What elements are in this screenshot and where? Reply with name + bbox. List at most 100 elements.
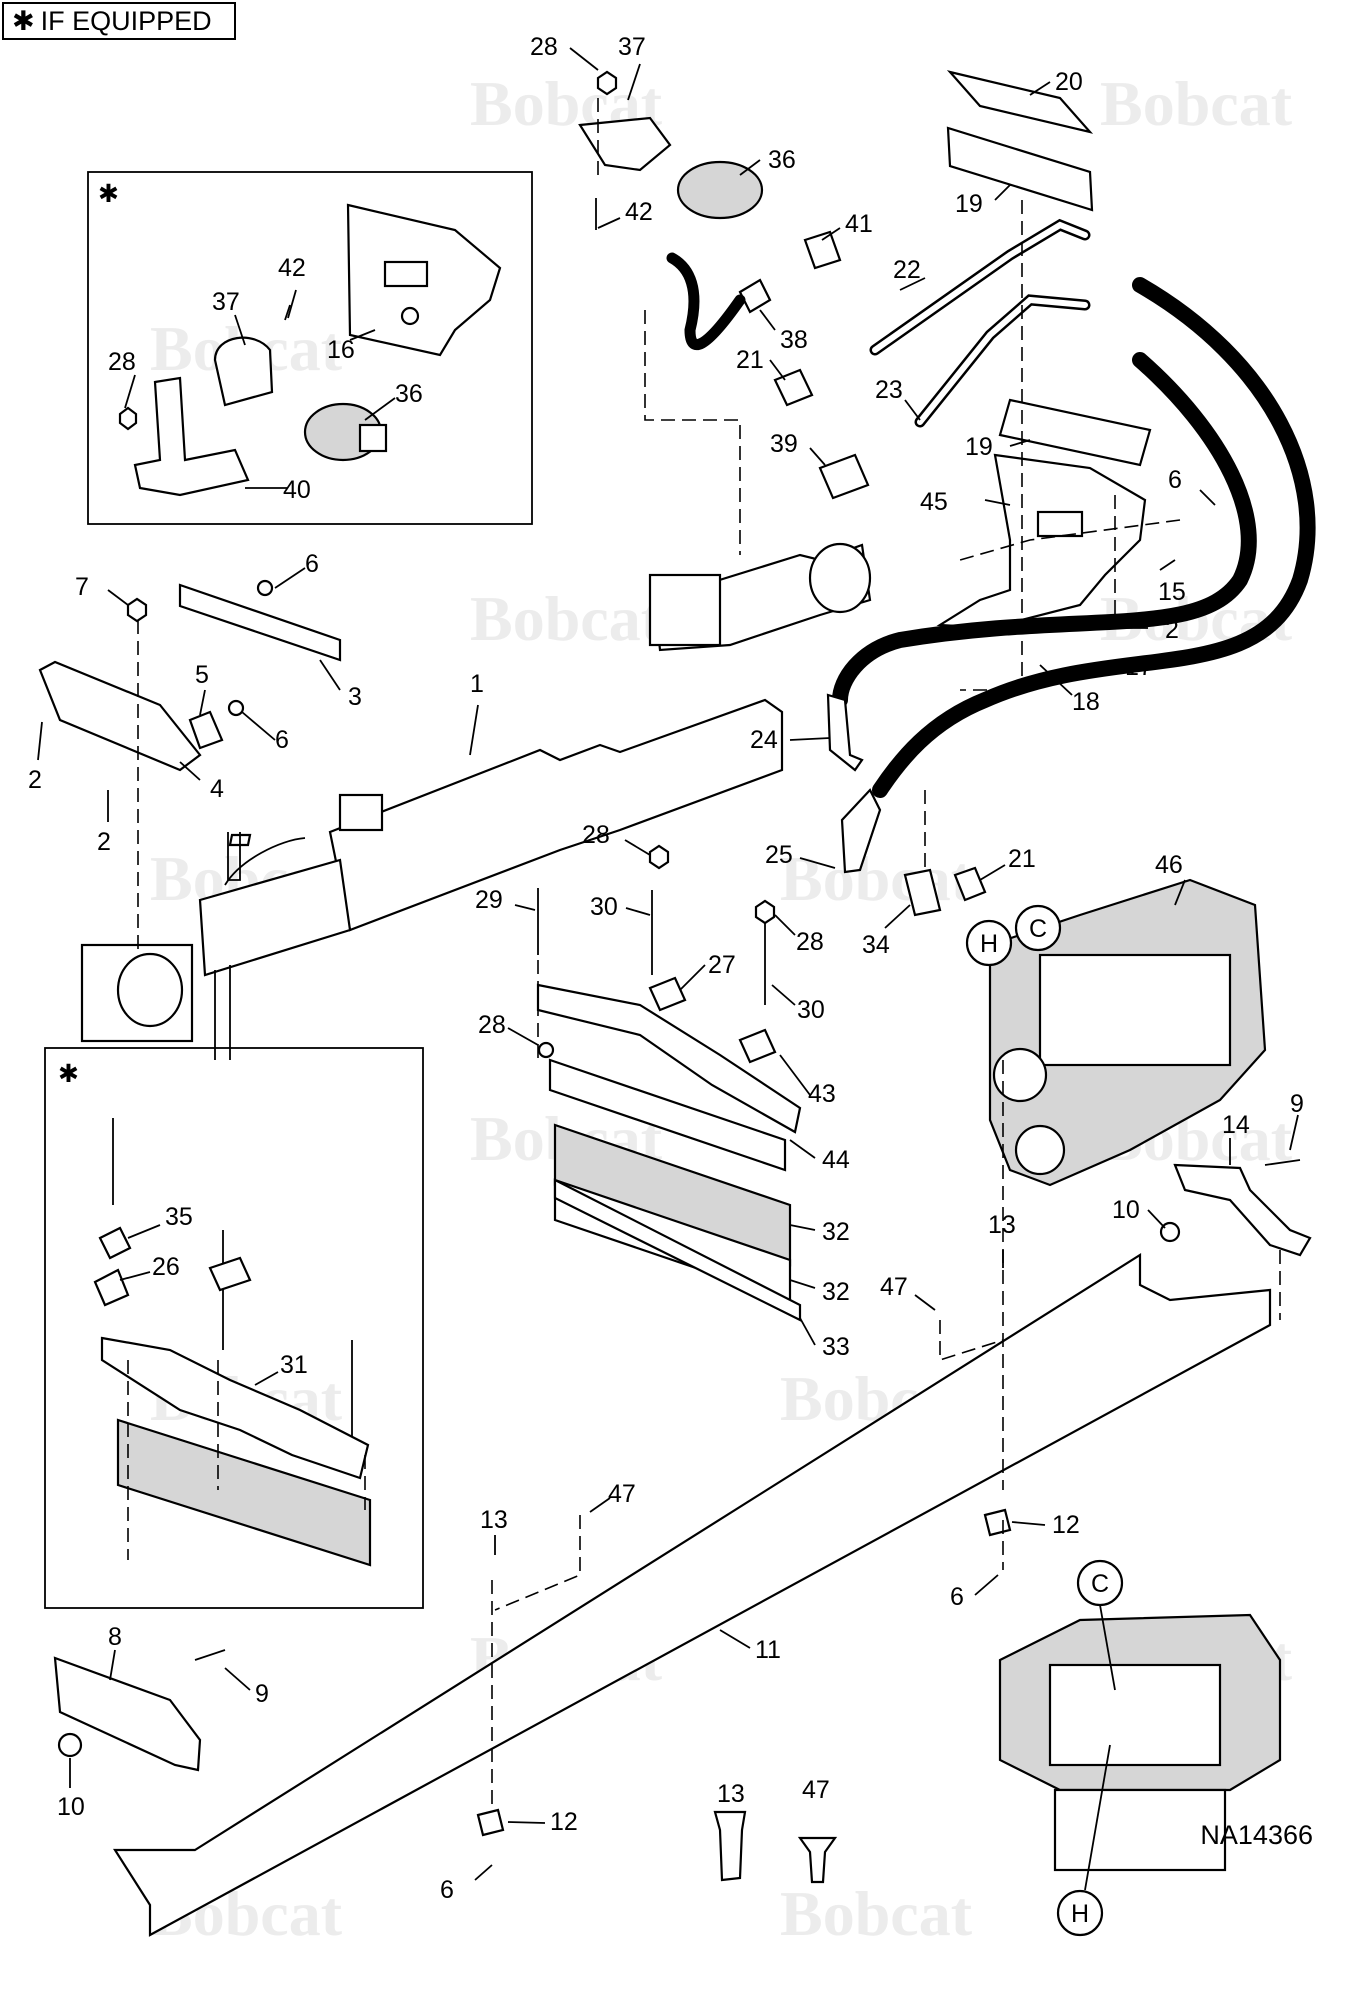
clamp-44: [548, 1058, 787, 1172]
clamp-block-inset: [116, 1418, 372, 1567]
callout-16: 16: [327, 336, 355, 364]
callout-13: 13: [717, 1780, 745, 1808]
port-h-label: H: [980, 930, 998, 958]
guide-block: [338, 793, 384, 832]
callout-20: 20: [1055, 68, 1083, 96]
frame-end: [198, 858, 352, 977]
plate-28: [536, 983, 802, 1134]
callout-23: 23: [875, 376, 903, 404]
callout-24: 24: [750, 726, 778, 754]
drawing-code: NA14366: [1200, 1820, 1313, 1850]
callout-35: 35: [165, 1203, 193, 1231]
clamp-27: [648, 976, 687, 1012]
fitting-38: [738, 278, 772, 314]
bracket-window: [383, 260, 429, 288]
callout-8: 8: [108, 1623, 122, 1651]
callout-44: 44: [822, 1146, 850, 1174]
frame-bore: [116, 952, 184, 1028]
callout-6: 6: [440, 1876, 454, 1904]
accumulator-port: [358, 423, 388, 453]
callout-31: 31: [280, 1351, 308, 1379]
hose-38: [666, 252, 746, 351]
callout-9: 9: [1290, 1090, 1304, 1118]
inset-box-lower: [44, 1047, 424, 1609]
clamp-37b: [213, 336, 274, 407]
callout-19: 19: [965, 433, 993, 461]
callout-12: 12: [1052, 1511, 1080, 1539]
callout-42: 42: [278, 254, 306, 282]
nut-10b: [57, 1732, 83, 1758]
callout-43: 43: [808, 1080, 836, 1108]
callout-14: 14: [1222, 1111, 1250, 1139]
callout-2: 2: [28, 766, 42, 794]
callout-28: 28: [582, 821, 610, 849]
callout-7: 7: [75, 573, 89, 601]
clamp-26: [93, 1268, 130, 1307]
callout-5: 5: [195, 661, 209, 689]
callout-13: 13: [480, 1506, 508, 1534]
cover-plate-11: [112, 1253, 1272, 1937]
callout-45: 45: [920, 488, 948, 516]
inset-box-top: [87, 171, 533, 525]
callout-2: 2: [97, 828, 111, 856]
nut-28a: [596, 70, 618, 96]
port-c-detail-label: C: [1091, 1570, 1109, 1598]
bolt-13-detail: [713, 1810, 747, 1882]
nut-6b: [256, 579, 274, 597]
plate-31: [100, 1336, 370, 1480]
callout-4: 4: [210, 775, 224, 803]
callout-47: 47: [608, 1480, 636, 1508]
nut-28e: [537, 1041, 555, 1059]
callout-28: 28: [108, 348, 136, 376]
bracket-hole: [400, 306, 420, 326]
bolt-47-detail: [797, 1836, 838, 1884]
valve-detail-base: [1053, 1788, 1227, 1872]
callout-18: 18: [1072, 688, 1100, 716]
callout-28: 28: [530, 33, 558, 61]
port-c-label: C: [1029, 915, 1047, 943]
clamp-19a: [946, 126, 1094, 212]
fitting-34: [903, 868, 942, 917]
callout-42: 42: [625, 198, 653, 226]
plate-33: [553, 1178, 802, 1322]
clip-12a: [983, 1508, 1012, 1537]
port-c-leader: [1099, 1604, 1116, 1691]
callout-34: 34: [862, 931, 890, 959]
nut-28c: [648, 844, 670, 870]
clip-12b: [476, 1808, 505, 1837]
callout-29: 29: [475, 886, 503, 914]
fitting-39: [818, 453, 870, 500]
callout-27: 27: [708, 951, 736, 979]
nut-28d: [754, 899, 776, 925]
callout-28: 28: [478, 1011, 506, 1039]
valve-46-face: [1038, 953, 1232, 1067]
bracket-40: [133, 376, 250, 497]
accumulator-36a: [676, 160, 764, 220]
hose-upper: [872, 277, 1316, 798]
valve-detail-face: [1048, 1663, 1222, 1767]
callout-1: 1: [470, 670, 484, 698]
clamp-35: [98, 1226, 132, 1260]
tube-23: [914, 294, 1091, 428]
if-equipped-legend: ✱IF EQUIPPED: [2, 2, 236, 40]
callout-15: 15: [1158, 578, 1186, 606]
clamp-inset: [208, 1256, 252, 1292]
callout-47: 47: [880, 1273, 908, 1301]
bracket-45: [936, 453, 1147, 630]
port-h-detail-label: H: [1071, 1900, 1089, 1928]
watermark: Bobcat: [1100, 68, 1293, 139]
port-c-marker: [1014, 904, 1062, 952]
watermark: Bobcat: [470, 583, 663, 654]
callout-25: 25: [765, 841, 793, 869]
clamp-5: [188, 710, 224, 750]
bracket-45-window: [1036, 510, 1084, 538]
port-h-marker: [965, 919, 1013, 967]
callout-38: 38: [780, 326, 808, 354]
fitting-41: [803, 230, 842, 270]
callout-19: 19: [955, 190, 983, 218]
callout-12: 12: [550, 1808, 578, 1836]
plate-3: [178, 583, 342, 662]
callout-32: 32: [822, 1278, 850, 1306]
watermark: Bobcat: [780, 1878, 973, 1949]
